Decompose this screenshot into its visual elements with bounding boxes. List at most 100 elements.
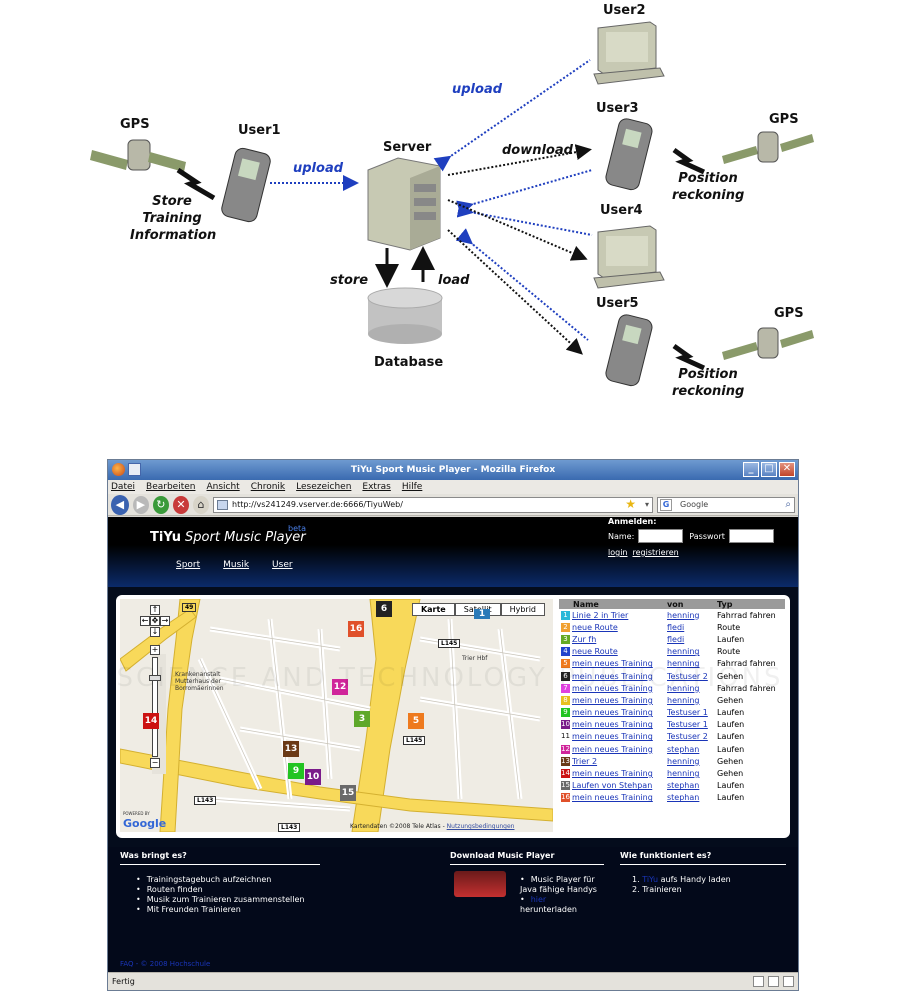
password-field[interactable]	[728, 529, 774, 543]
pan-left-button[interactable]: ←	[140, 616, 150, 626]
map-marker-12[interactable]: 12	[332, 679, 348, 695]
chevron-down-icon[interactable]: ▾	[645, 499, 650, 509]
reload-button[interactable]: ↻	[152, 495, 169, 514]
zoom-out-button[interactable]: −	[150, 758, 160, 768]
col-header-typ[interactable]: Typ	[715, 599, 785, 609]
zoom-in-button[interactable]: +	[150, 645, 160, 655]
route-user-link[interactable]: henning	[667, 659, 700, 669]
tiyu-link[interactable]: TiYu	[642, 875, 659, 884]
route-user-link[interactable]: Testuser 1	[667, 720, 708, 730]
route-name-link[interactable]: mein neues Training	[572, 683, 653, 693]
route-name-link[interactable]: mein neues Training	[572, 671, 653, 681]
name-field[interactable]	[638, 529, 684, 543]
route-user-link[interactable]: henning	[667, 683, 700, 693]
route-name-link[interactable]: mein neues Training	[572, 708, 653, 718]
pan-right-button[interactable]: →	[160, 616, 170, 626]
route-name-link[interactable]: Trier 2	[572, 756, 598, 766]
route-name-link[interactable]: mein neues Training	[572, 732, 653, 742]
map-marker-10[interactable]: 10	[305, 769, 321, 785]
google-search-icon[interactable]: G	[660, 498, 673, 511]
maximize-button[interactable]: □	[761, 462, 777, 477]
route-user-link[interactable]: henning	[667, 769, 700, 779]
home-button[interactable]: ⌂	[192, 495, 210, 514]
menu-lesezeichen[interactable]: Lesezeichen	[296, 482, 352, 492]
route-user-link[interactable]: stephan	[667, 744, 700, 754]
google-logo[interactable]: Google	[123, 817, 167, 830]
status-icon[interactable]	[753, 976, 764, 987]
login-link[interactable]: login	[608, 548, 628, 557]
route-user-link[interactable]: Testuser 2	[667, 671, 708, 681]
close-button[interactable]: ✕	[779, 462, 795, 477]
route-user-link[interactable]: henning	[667, 610, 700, 620]
route-name-link[interactable]: mein neues Training	[572, 659, 653, 669]
back-button[interactable]: ◀	[111, 494, 129, 515]
status-icon[interactable]	[783, 976, 794, 987]
register-link[interactable]: registrieren	[632, 548, 679, 557]
route-user-link[interactable]: stephan	[667, 793, 700, 803]
pan-center-button[interactable]: ✥	[150, 616, 160, 626]
route-user-link[interactable]: stephan	[667, 781, 700, 791]
route-name-link[interactable]: Linie 2 in Trier	[572, 610, 629, 620]
route-user-link[interactable]: henning	[667, 647, 700, 657]
route-name-link[interactable]: mein neues Training	[572, 769, 653, 779]
bookmark-star-icon[interactable]: ★	[625, 496, 637, 511]
nav-musik[interactable]: Musik	[223, 560, 250, 570]
map-marker-16[interactable]: 16	[348, 621, 364, 637]
route-user-link[interactable]: Testuser 2	[667, 732, 708, 742]
map-marker-1[interactable]: 1	[474, 609, 490, 619]
route-name-link[interactable]: neue Route	[572, 647, 618, 657]
pan-down-button[interactable]: ↓	[150, 627, 160, 637]
map-marker-9[interactable]: 9	[288, 763, 304, 779]
zoom-slider-handle[interactable]	[149, 675, 161, 681]
zoom-slider[interactable]	[152, 657, 158, 757]
pan-up-button[interactable]: ↑	[150, 605, 160, 615]
route-name-link[interactable]: Laufen von Stehpan	[572, 781, 653, 791]
stop-button[interactable]: ✕	[172, 495, 189, 514]
route-user-link[interactable]: fledi	[667, 622, 685, 632]
menu-hilfe[interactable]: Hilfe	[401, 482, 423, 492]
nav-sport[interactable]: Sport	[176, 560, 201, 570]
route-user-link[interactable]: henning	[667, 756, 700, 766]
route-name-link[interactable]: mein neues Training	[572, 793, 653, 803]
route-name-link[interactable]: neue Route	[572, 622, 618, 632]
menu-datei[interactable]: Datei	[111, 482, 136, 492]
minimize-button[interactable]: _	[743, 462, 759, 477]
menu-ansicht[interactable]: Ansicht	[206, 482, 240, 492]
map-view[interactable]: ↑ ← ✥ → ↓ + − Karte Satellit Hybrid Kran	[120, 599, 553, 832]
search-icon[interactable]: ⌕	[785, 498, 792, 510]
route-name-link[interactable]: mein neues Training	[572, 695, 653, 705]
status-icon[interactable]	[768, 976, 779, 987]
map-marker-14[interactable]: 14	[143, 713, 159, 729]
route-user-link[interactable]: henning	[667, 695, 700, 705]
col-header-von[interactable]: von	[665, 599, 715, 609]
map-marker-3[interactable]: 3	[354, 711, 370, 727]
col-header-name[interactable]: Name	[559, 599, 665, 609]
download-link[interactable]: hier	[530, 895, 547, 904]
map-marker-6[interactable]: 6	[376, 601, 392, 617]
